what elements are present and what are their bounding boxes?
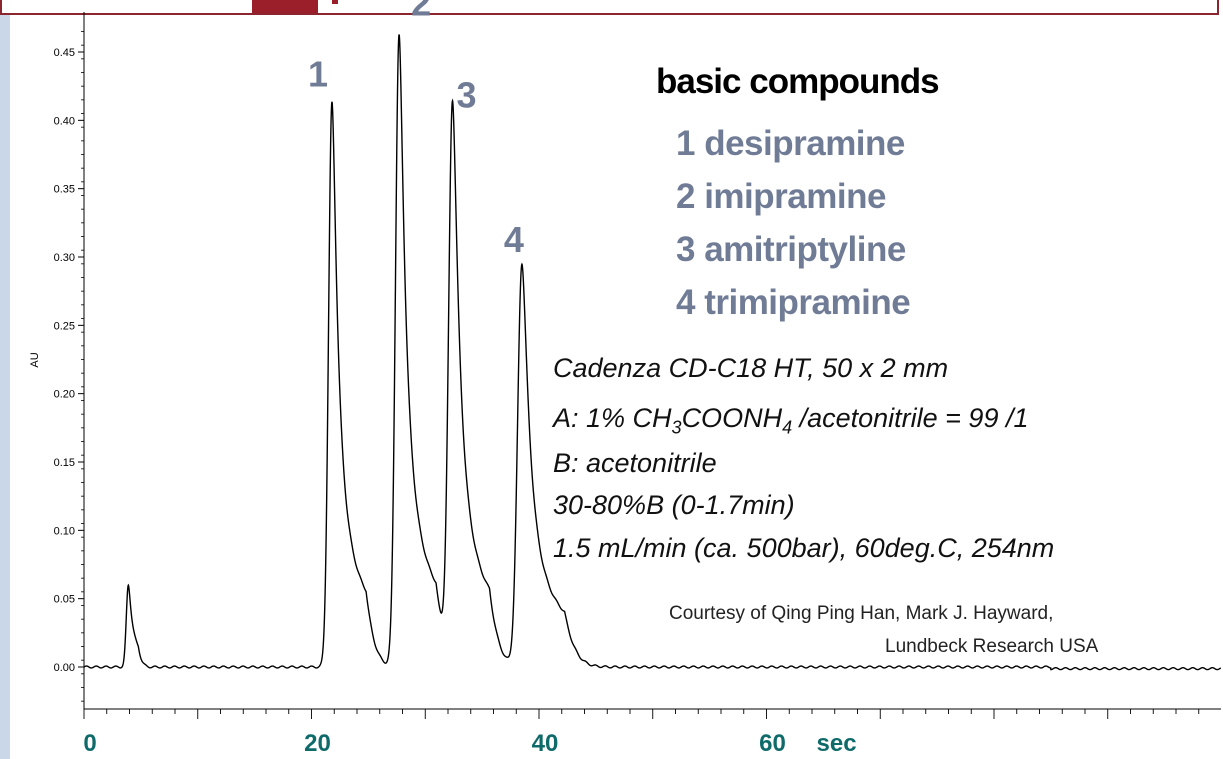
y-tick-label: 0.10 [54, 525, 75, 537]
peak-label-1: 1 [308, 54, 328, 95]
x-tick-label: 0 [83, 730, 96, 757]
condition-a-part1: A: 1% CH [553, 403, 672, 433]
x-tick-label: 20 [304, 730, 331, 757]
y-tick-label: 0.05 [54, 594, 75, 606]
condition-a-part3: /acetonitrile = 99 /1 [792, 403, 1029, 433]
peak-labels: 1 2 3 4 [308, 0, 524, 260]
y-tick-label: 0.20 [54, 389, 75, 401]
banner-mark [332, 0, 338, 4]
legend-title: basic compounds [656, 62, 940, 101]
chromatogram-trace [83, 34, 1222, 671]
y-tick-label: 0.40 [54, 115, 75, 127]
y-axis-label: AU [29, 352, 41, 367]
y-tick-label: 0.15 [54, 457, 75, 469]
y-tick-label: 0.25 [54, 320, 75, 332]
y-tick-label: 0.35 [54, 184, 75, 196]
peak-label-3: 3 [457, 74, 477, 115]
peak-label-2: 2 [411, 0, 431, 24]
x-tick-label: 40 [532, 730, 559, 757]
legend-item-2: 2 imipramine [676, 177, 886, 216]
condition-a-sub2: 4 [782, 417, 793, 438]
y-tick-label: 0.30 [54, 252, 75, 264]
y-tick-label: 0.00 [54, 662, 75, 674]
legend-item-3: 3 amitriptyline [676, 230, 906, 269]
courtesy-line-1: Courtesy of Qing Ping Han, Mark J. Haywa… [669, 603, 1054, 624]
condition-a-sub1: 3 [671, 417, 682, 438]
y-ticks: 0.00 0.05 0.10 0.15 0.20 0.25 0.30 0.35 0.40 0.45 [54, 31, 84, 702]
legend-item-1: 1 desipramine [676, 124, 905, 163]
y-tick-label: 0.45 [54, 47, 75, 59]
top-banner [0, 0, 1219, 15]
x-axis-unit-label: sec [817, 730, 857, 757]
condition-column: Cadenza CD-C18 HT, 50 x 2 mm [553, 353, 949, 383]
x-ticks: 0 20 40 60 sec [83, 709, 1200, 757]
left-band [0, 0, 10, 759]
condition-flow: 1.5 mL/min (ca. 500bar), 60deg.C, 254nm [553, 533, 1055, 563]
condition-a-part2: COONH [681, 403, 783, 433]
legend-item-4: 4 trimipramine [676, 283, 911, 322]
banner-highlight [252, 0, 318, 13]
condition-gradient: 30-80%B (0-1.7min) [553, 490, 795, 520]
peak-label-4: 4 [504, 219, 524, 260]
condition-mobile-phase-b: B: acetonitrile [553, 448, 717, 478]
x-tick-label: 60 [759, 730, 786, 757]
courtesy-line-2: Lundbeck Research USA [885, 636, 1099, 657]
condition-mobile-phase-a: A: 1% CH3COONH4 /acetonitrile = 99 /1 [553, 403, 1028, 438]
